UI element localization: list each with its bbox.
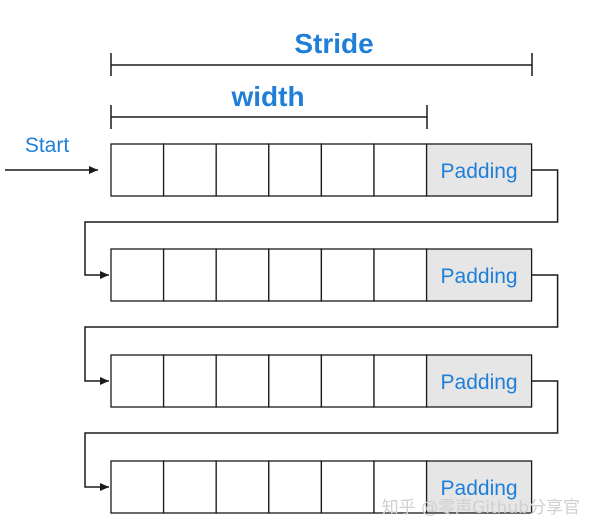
data-cell xyxy=(162,354,217,408)
padding-label: Padding xyxy=(441,371,518,394)
data-cell xyxy=(373,354,428,408)
data-cell xyxy=(162,143,217,197)
padding-label: Padding xyxy=(441,477,518,500)
row-wrap-arrow xyxy=(84,274,559,385)
data-cell xyxy=(110,460,165,514)
data-cell xyxy=(373,248,428,302)
data-cell xyxy=(320,460,375,514)
data-cell xyxy=(268,248,323,302)
data-cell xyxy=(373,143,428,197)
data-cell xyxy=(215,354,270,408)
data-cell xyxy=(320,354,375,408)
data-cell xyxy=(110,143,165,197)
data-cell xyxy=(268,460,323,514)
padding-cell xyxy=(425,248,533,302)
padding-label: Padding xyxy=(441,160,518,183)
data-cell xyxy=(215,248,270,302)
data-cell xyxy=(373,460,428,514)
row-wrap-arrow xyxy=(84,380,559,491)
padding-label: Padding xyxy=(441,265,518,288)
data-cell xyxy=(110,354,165,408)
row-connectors xyxy=(84,169,559,491)
padding-cell xyxy=(425,143,533,197)
padding-cell xyxy=(425,460,533,514)
stride-label: Stride xyxy=(294,28,373,59)
data-cell xyxy=(320,143,375,197)
memory-row: Padding xyxy=(110,354,533,408)
row-wrap-arrow xyxy=(84,169,559,279)
width-dimension xyxy=(110,105,428,129)
watermark: 知乎 @零声Github分享官 xyxy=(382,498,580,518)
padding-cell xyxy=(425,354,533,408)
start-label: Start xyxy=(25,134,70,157)
data-cell xyxy=(162,460,217,514)
stride-dimension xyxy=(110,53,533,76)
memory-row: Padding xyxy=(110,143,533,197)
data-cell xyxy=(162,248,217,302)
width-label: width xyxy=(230,81,304,112)
data-cell xyxy=(268,143,323,197)
data-cell xyxy=(110,248,165,302)
memory-row: Padding xyxy=(110,248,533,302)
data-cell xyxy=(215,143,270,197)
data-cell xyxy=(215,460,270,514)
data-cell xyxy=(268,354,323,408)
memory-row: Padding xyxy=(110,460,533,514)
data-cell xyxy=(320,248,375,302)
